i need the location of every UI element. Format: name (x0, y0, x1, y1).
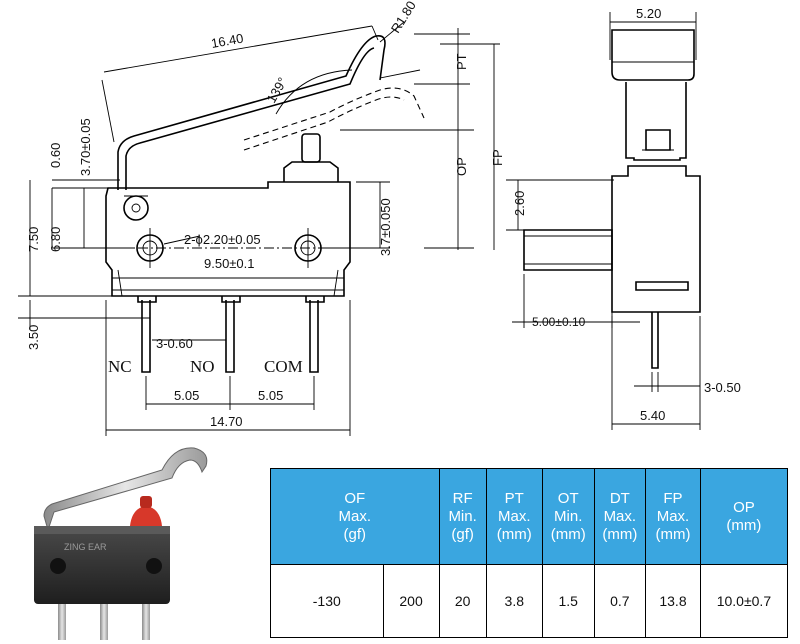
hole-spacing: 9.50±0.1 (204, 256, 255, 271)
dim-060: 0.60 (48, 143, 63, 168)
side-pin-dim: 3-0.50 (704, 380, 741, 395)
lever-angle-dim: 139° (264, 75, 290, 106)
fp-label: FP (490, 149, 505, 166)
cell-fp: 13.8 (645, 564, 701, 638)
terminal-com-icon (142, 604, 150, 640)
switch-body-icon (34, 526, 170, 604)
hole-callout: 2-ϕ2.20±0.05 (184, 232, 261, 247)
dim-680: 6.80 (48, 227, 63, 252)
pitch-dim-2: 5.05 (258, 388, 283, 403)
pin-label-no: NO (190, 357, 215, 376)
cell-rf: 20 (438, 564, 487, 638)
cell-op: 10.0±0.7 (699, 564, 789, 638)
dim-750: 7.50 (26, 227, 41, 252)
lever-length-dim: 16.40 (210, 31, 245, 51)
header-op: OP(mm) (699, 468, 789, 565)
cell-of-max: 200 (382, 564, 440, 638)
side-top-width-dim: 5.20 (636, 6, 661, 21)
dim-370: 3.70±0.05 (78, 118, 93, 176)
pin-label-com: COM (264, 357, 303, 376)
pin-width-dim: 3-0.60 (156, 336, 193, 351)
body-width-dim: 14.70 (210, 414, 243, 429)
lever-arm-icon (43, 447, 208, 532)
dim-350: 3.50 (26, 325, 41, 350)
pin-label-nc: NC (108, 357, 132, 376)
cell-of-min: -130 (270, 564, 384, 638)
side-dim-260: 2.60 (512, 191, 527, 216)
op-label: OP (454, 157, 469, 176)
table-row: -130 200 20 3.8 1.5 0.7 13.8 10.0±0.7 (270, 564, 789, 638)
terminal-no-icon (100, 604, 108, 640)
side-view: 5.20 2.60 5.00±0.10 3-0.50 5.40 (506, 6, 741, 430)
dim-37: 3.7±0.050 (378, 198, 393, 256)
front-view: 16.40 R1.80 139° PT OP FP 0.60 3.70±0.05… (18, 0, 505, 436)
cell-pt: 3.8 (485, 564, 543, 638)
product-photo: ZING EAR (34, 447, 208, 640)
pitch-dim-1: 5.05 (174, 388, 199, 403)
lever-radius-dim: R1.80 (388, 0, 419, 36)
pt-label: PT (454, 53, 469, 70)
side-width-dim: 5.40 (640, 408, 665, 423)
terminal-nc-icon (58, 604, 66, 640)
plunger-icon (130, 506, 162, 526)
cell-dt: 0.7 (593, 564, 647, 638)
cell-ot: 1.5 (541, 564, 595, 638)
side-dim-500: 5.00±0.10 (532, 315, 586, 329)
technical-drawing: 16.40 R1.80 139° PT OP FP 0.60 3.70±0.05… (18, 0, 741, 436)
brand-label: ZING EAR (64, 542, 107, 552)
